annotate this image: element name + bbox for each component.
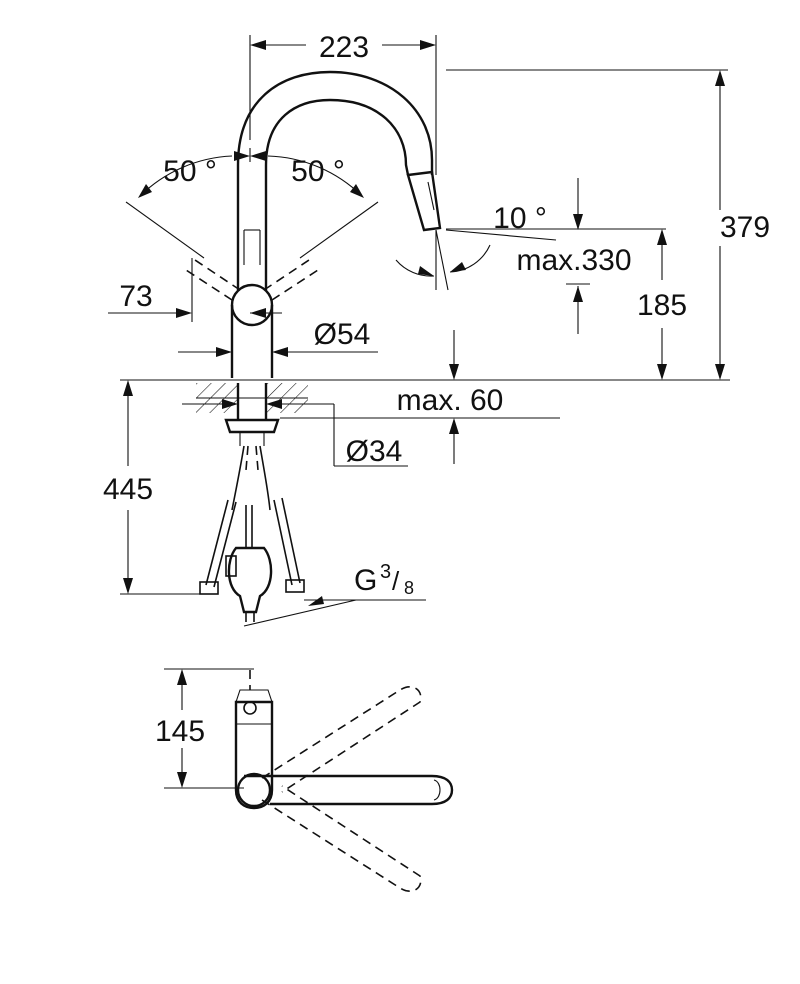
dim-total-height: 379	[446, 69, 770, 380]
dim-swivel-right-label: 50 °	[291, 155, 345, 188]
dim-clearance: max.330	[516, 178, 632, 334]
dim-swivel: 50 ° 50 °	[125, 148, 379, 259]
dim-max-thickness-label: max. 60	[397, 384, 504, 417]
connection-numerator: 3	[380, 561, 391, 583]
supply-hoses	[199, 445, 305, 622]
dim-spray-angle: 10 °	[395, 202, 557, 291]
dim-connection: G 3 / 8	[243, 561, 426, 627]
connection-prefix: G	[354, 564, 377, 597]
dim-base-diameter: Ø54	[178, 318, 378, 357]
dim-plan-depth-label: 145	[155, 715, 205, 748]
dim-hose-length-label: 445	[103, 473, 153, 506]
lever	[185, 257, 319, 378]
front-view: 223 379 185 max.330	[103, 31, 770, 627]
dim-outlet-height-label: 185	[637, 289, 687, 322]
connection-denominator: 8	[404, 578, 414, 598]
dim-max-thickness: max. 60	[280, 330, 560, 464]
dim-swivel-left-label: 50 °	[163, 155, 217, 188]
dim-outlet-height: 185	[446, 228, 687, 380]
dim-reach: 223	[249, 31, 437, 175]
dim-hole-diameter: Ø34	[182, 399, 408, 468]
dim-lever-offset-label: 73	[119, 280, 152, 313]
dim-total-height-label: 379	[720, 211, 770, 244]
connection-slash: /	[392, 566, 400, 596]
plan-body	[234, 670, 274, 810]
dim-plan-depth: 145	[155, 668, 254, 789]
plan-lever-swivel	[261, 686, 422, 892]
dim-base-diameter-label: Ø54	[314, 318, 371, 351]
dim-lever-offset: 73	[108, 258, 282, 322]
countertop	[196, 383, 308, 446]
dim-spray-angle-label: 10 °	[493, 202, 547, 235]
dim-hole-diameter-label: Ø34	[346, 435, 403, 468]
plan-view: 145	[155, 668, 454, 892]
dim-hose-length: 445	[103, 380, 202, 595]
dim-reach-label: 223	[319, 31, 369, 64]
plan-lever	[236, 772, 454, 808]
dim-clearance-label: max.330	[516, 244, 631, 277]
